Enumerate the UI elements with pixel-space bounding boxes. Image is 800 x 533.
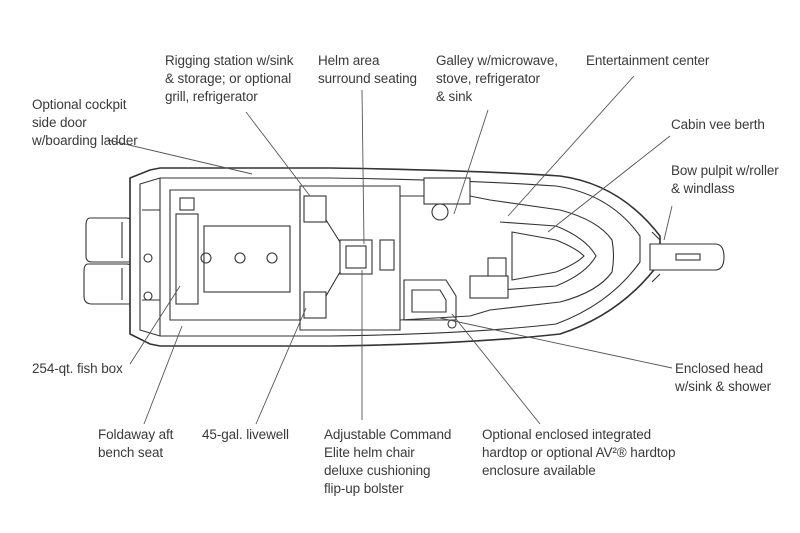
label-hardtop: Optional enclosed integrated hardtop or …	[482, 427, 676, 478]
label-rigging-station: Rigging station w/sink & storage; or opt…	[165, 53, 294, 104]
leader-lines	[107, 75, 673, 425]
label-helm-area: Helm area surround seating	[318, 53, 417, 86]
label-galley: Galley w/microwave, stove, refrigerator …	[436, 53, 558, 104]
label-enclosed-head: Enclosed head w/sink & shower	[675, 361, 772, 394]
label-bow-pulpit: Bow pulpit w/roller & windlass	[671, 163, 779, 196]
bow-pulpit	[649, 231, 725, 283]
label-fish-box: 254-qt. fish box	[32, 361, 123, 376]
aft-cockpit	[142, 189, 301, 321]
label-livewell: 45-gal. livewell	[202, 427, 289, 442]
label-aft-bench-seat: Foldaway aft bench seat	[98, 427, 174, 460]
cabin	[399, 177, 615, 329]
label-cabin-vee-berth: Cabin vee berth	[671, 117, 765, 132]
label-helm-chair: Adjustable Command Elite helm chair delu…	[324, 427, 452, 496]
hull	[129, 167, 661, 347]
label-cockpit-side-door: Optional cockpit side door w/boarding la…	[32, 97, 138, 148]
label-entertainment-center: Entertainment center	[586, 53, 710, 68]
helm-area	[299, 185, 401, 331]
